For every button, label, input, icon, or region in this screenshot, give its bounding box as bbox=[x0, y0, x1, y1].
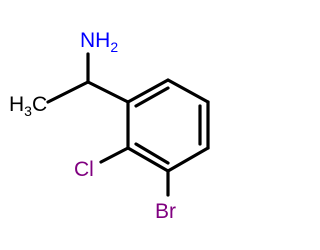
amine-text: NH bbox=[80, 29, 110, 52]
molecule-structure: NH2 H3C Cl Br bbox=[9, 29, 210, 223]
ring-bond-c5-c6 bbox=[126, 146, 170, 173]
bromo-label: Br bbox=[155, 200, 176, 223]
ring-bond-c4-c5 bbox=[166, 146, 210, 173]
bond-ring-cl bbox=[99, 146, 130, 164]
methyl-c-text: C bbox=[32, 93, 47, 116]
methyl-label: H3C bbox=[9, 93, 47, 119]
amine-subscript: 2 bbox=[110, 39, 118, 55]
ring-inner-bond-c5-c6 bbox=[134, 142, 170, 165]
atom-labels: NH2 H3C Cl Br bbox=[9, 29, 176, 223]
amine-label: NH2 bbox=[80, 29, 118, 55]
bond-ch-ch3 bbox=[46, 80, 90, 104]
ring-bond-c1-c2 bbox=[126, 78, 170, 104]
bond-ch-ring bbox=[86, 80, 130, 104]
methyl-subscript: 3 bbox=[24, 103, 32, 119]
methyl-h-text: H bbox=[9, 93, 24, 116]
chloro-label: Cl bbox=[74, 158, 94, 181]
bonds bbox=[46, 52, 210, 197]
ring-bond-c2-c3 bbox=[166, 78, 210, 104]
ring-inner-bond-c1-c2 bbox=[134, 86, 170, 108]
